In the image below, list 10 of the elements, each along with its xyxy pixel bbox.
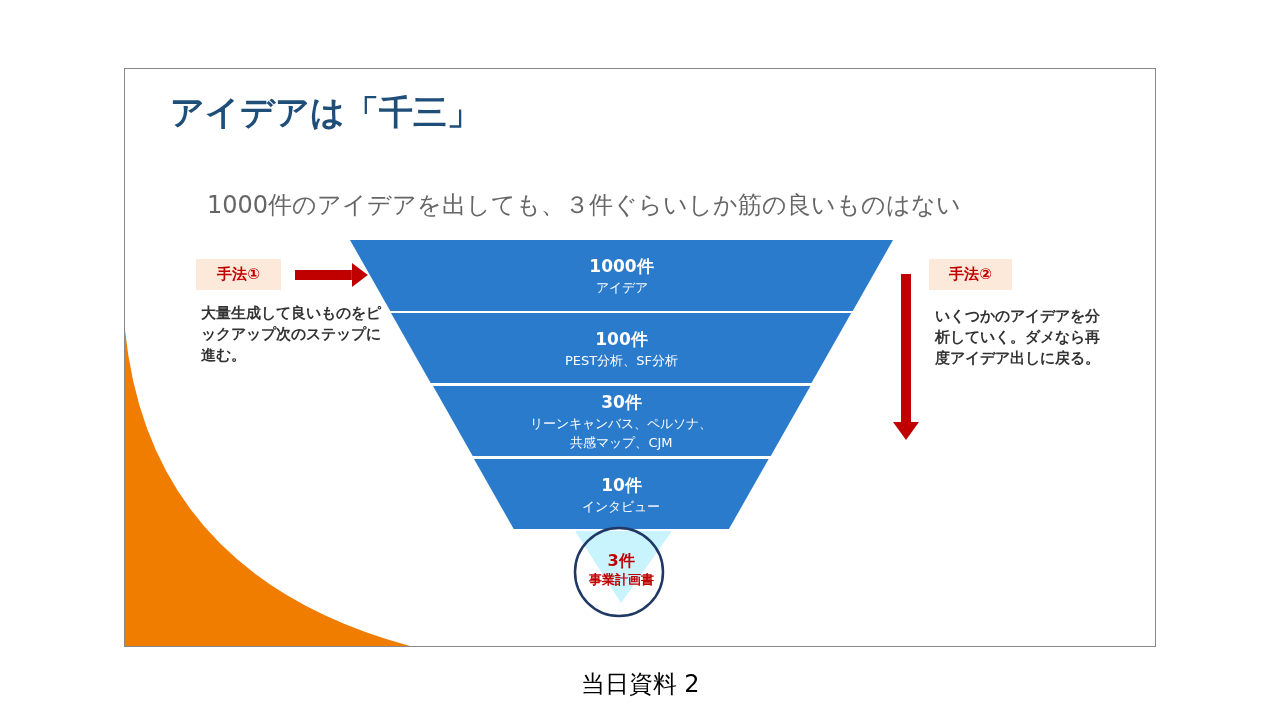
funnel-band: 10件 インタビュー [474,459,769,529]
funnel-band: 100件 PEST分析、SF分析 [391,313,852,383]
method-tag: 手法② [929,259,1012,290]
arrow [295,263,368,287]
caption: 当日資料 2 [579,669,701,700]
description-text: いくつかのアイデアを分析していく。ダメなら再度アイデア出しに戻る。 [935,306,1100,369]
slide-title: アイデアは「千三」 [170,91,481,134]
method-tag: 手法① [196,259,281,290]
funnel-band: 30件 リーンキャンバス、ペルソナ、共感マップ、CJM [432,386,811,456]
subtitle-text: 1000件のアイデアを出しても、３件ぐらいしか筋の良いものはない [207,190,962,221]
